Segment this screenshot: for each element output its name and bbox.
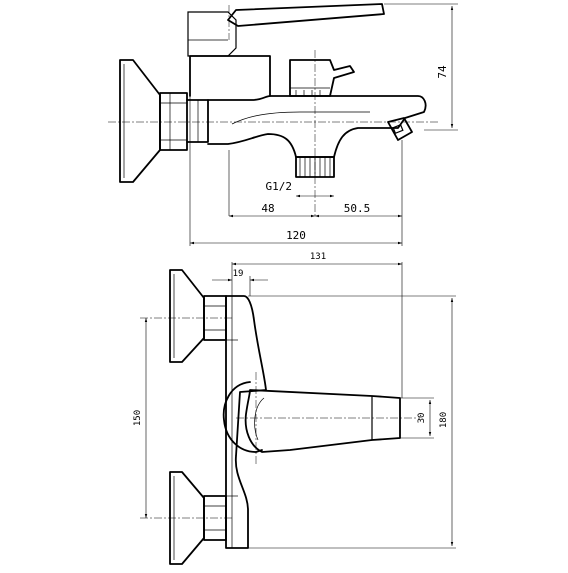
dim-depth-50-5: 50.5 [344,202,371,215]
front-faucet-body [225,295,267,549]
side-diverter-knob [289,59,355,97]
dim-depth-48: 48 [261,202,274,215]
dim-spacing-150: 150 [133,410,143,426]
dim-depth-120: 120 [286,229,306,242]
side-wall-flange [119,59,161,183]
side-faucet-body [207,95,427,158]
dim-height-74: 74 [436,65,449,79]
dim-width-131: 131 [310,252,326,262]
side-view: 74 G1/2 48 50.5 120 [108,3,458,246]
front-lever-handle [244,389,401,453]
dim-offset-19: 19 [233,269,244,279]
front-view: 131 19 150 30 180 [133,252,456,565]
front-cartridge-disc [222,381,263,453]
side-hex-nut [159,92,188,151]
side-spout-aerator [387,117,413,141]
side-lever-handle [227,3,385,27]
dim-thread-g12: G1/2 [266,180,293,193]
dim-spout-30: 30 [417,413,427,424]
dim-height-180: 180 [439,412,449,428]
side-cartridge-column [189,55,271,97]
front-upper-flange [169,269,205,363]
